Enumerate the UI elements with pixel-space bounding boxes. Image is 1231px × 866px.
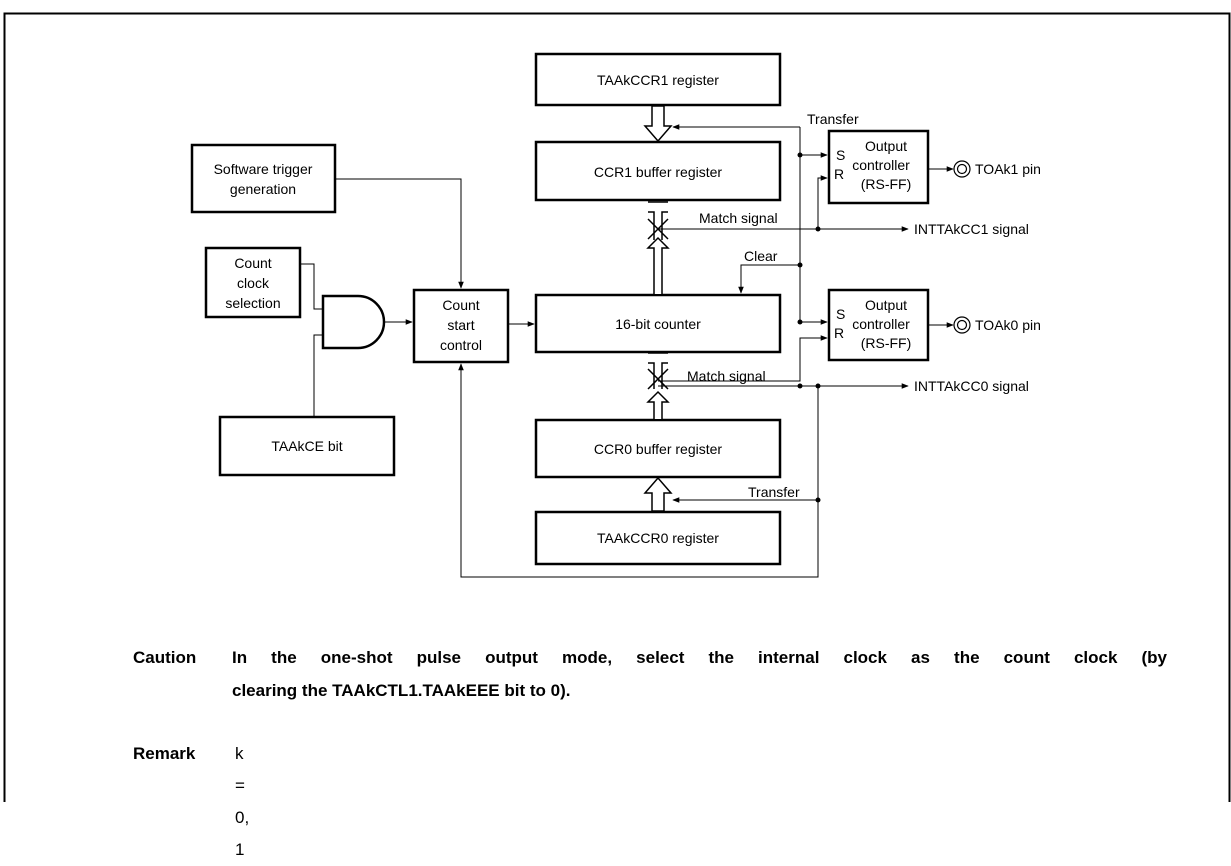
count-clock-selection-box: [204, 246, 302, 319]
line-ce-to-and: [313, 334, 323, 417]
output-controller-0-s: S: [836, 306, 845, 322]
transfer-bottom-label: Transfer: [748, 484, 800, 500]
ccr1-buffer-label: CCR1 buffer register: [594, 164, 722, 180]
line-clear: [738, 264, 800, 294]
output-controller-1-line2: controller: [852, 157, 910, 173]
count-start-line2: start: [447, 317, 474, 333]
output-controller-1-line3: (RS-FF): [861, 176, 912, 192]
junction-dot: [815, 226, 821, 232]
output-controller-0-line3: (RS-FF): [861, 335, 912, 351]
software-trigger-line1: Software trigger: [214, 161, 313, 177]
counter-16bit-label: 16-bit counter: [615, 316, 701, 332]
line-clock-to-and: [300, 263, 323, 310]
bus-ccr0-compare-bottom: [646, 390, 670, 419]
match-signal-1-label: Match signal: [699, 210, 778, 226]
junction-dot: [815, 383, 821, 389]
inttakcc1-signal-label: INTTAkCC1 signal: [914, 221, 1029, 237]
bus-ccr1-compare: [648, 201, 668, 240]
count-clock-line2: clock: [237, 275, 270, 291]
ccr0-buffer-label: CCR0 buffer register: [594, 441, 722, 457]
clear-label: Clear: [744, 248, 778, 264]
output-controller-1-box: [827, 129, 930, 205]
taakccr1-register-label: TAAkCCR1 register: [597, 72, 719, 88]
output-controller-0-box: [827, 288, 930, 362]
taakccr1-register-box: [534, 52, 782, 107]
and-gate: [321, 294, 386, 350]
taakccr0-register-box: [534, 510, 782, 566]
transfer-top-label: Transfer: [807, 111, 859, 127]
line-feedback: [458, 363, 819, 578]
software-trigger-box: [190, 143, 337, 214]
toak1-pin-label: TOAk1 pin: [975, 161, 1041, 177]
taakccr0-register-label: TAAkCCR0 register: [597, 530, 719, 546]
software-trigger-line2: generation: [230, 181, 296, 197]
junction-dot: [797, 383, 803, 389]
output-controller-0-r: R: [834, 325, 844, 341]
output-controller-1-s: S: [836, 147, 845, 163]
bus-ccr0-compare-top: [648, 352, 668, 389]
remark-label: Remark: [133, 744, 196, 763]
pin-toak0-icon: [953, 316, 971, 334]
output-controller-0-line1: Output: [865, 297, 907, 313]
count-start-line3: control: [440, 337, 482, 353]
junction-dot: [797, 262, 803, 268]
counter-16bit-box: [534, 293, 782, 354]
bus-ccr0-transfer: [643, 476, 673, 512]
caution-label: Caution: [133, 648, 197, 667]
taakce-bit-label: TAAkCE bit: [271, 438, 342, 454]
pin-toak0-icon-inner: [956, 319, 968, 331]
page-frame: TAAkCCR1 register CCR1 buffer register S…: [3, 12, 1231, 859]
junction-dot: [815, 497, 821, 503]
junction-dot: [797, 319, 803, 325]
count-clock-line1: Count: [234, 255, 271, 271]
block-diagram: TAAkCCR1 register CCR1 buffer register S…: [3, 12, 1231, 802]
frame-border: [3, 12, 1231, 802]
output-controller-0-line2: controller: [852, 316, 910, 332]
junction-dot: [797, 152, 803, 158]
line-software-trigger: [335, 178, 464, 289]
match-signal-0-label: Match signal: [687, 368, 766, 384]
pin-toak1-icon: [953, 160, 971, 178]
line-match1-to-r: [817, 175, 828, 229]
count-start-line1: Count: [442, 297, 479, 313]
output-controller-1-r: R: [834, 166, 844, 182]
output-controller-1-line1: Output: [865, 138, 907, 154]
ccr1-buffer-box: [534, 140, 782, 202]
count-start-control-box: [412, 288, 510, 364]
count-clock-line3: selection: [225, 295, 280, 311]
pin-toak1-icon-inner: [956, 163, 968, 175]
inttakcc0-signal-label: INTTAkCC0 signal: [914, 378, 1029, 394]
line-match0-to-r: [658, 335, 828, 382]
remark-text: k = 0, 1: [235, 744, 250, 859]
toak0-pin-label: TOAk0 pin: [975, 317, 1041, 333]
ccr0-buffer-box: [534, 418, 782, 479]
caution-text-line2: clearing the TAAkCTL1.TAAkEEE bit to 0).: [232, 681, 571, 700]
bus-counter-up: [646, 236, 670, 294]
taakce-bit-box: [218, 415, 396, 477]
bus-ccr1-transfer: [643, 105, 673, 143]
caution-text-line1: In the one-shot pulse output mode, selec…: [232, 648, 1167, 667]
